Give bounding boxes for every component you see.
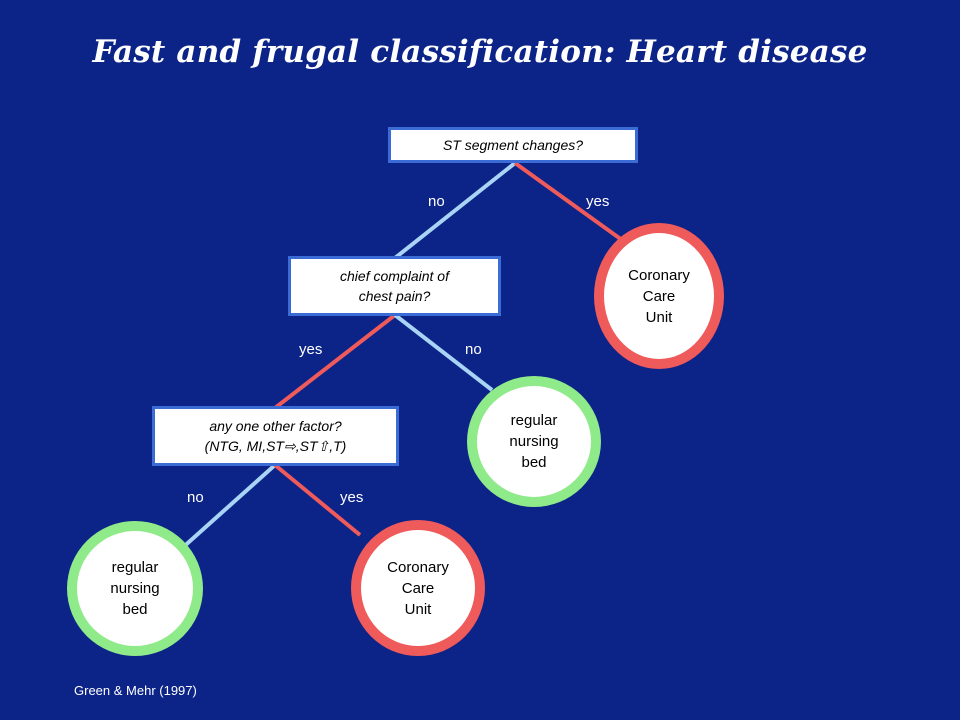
leaf-text: bed <box>521 454 547 471</box>
question-chest-pain: chief complaint of chest pain? <box>288 256 501 316</box>
leaf-text: nursing <box>509 433 559 450</box>
question-other-factor-line1: any one other factor? <box>209 418 342 434</box>
edge-label-q3-no: no <box>187 489 204 506</box>
leaf-text: Unit <box>645 308 673 326</box>
leaf-text: Unit <box>404 600 432 618</box>
leaf-regular-nursing-bed-mid: regular nursing bed <box>467 376 601 507</box>
slide-title: Fast and frugal classification: Heart di… <box>92 34 868 70</box>
leaf-text: regular <box>510 412 558 429</box>
leaf-text: bed <box>122 601 148 618</box>
leaf-text: regular <box>111 559 159 576</box>
question-other-factor-line2: (NTG, MI,ST⇨,ST⇧,T) <box>204 438 347 454</box>
leaf-text: Coronary <box>387 558 449 576</box>
edge-label-q2-yes: yes <box>299 341 323 358</box>
question-chest-pain-line2: chest pain? <box>358 288 431 304</box>
edge-q2-yes <box>273 313 397 410</box>
question-st-segment: ST segment changes? <box>388 127 638 163</box>
edge-q2-no <box>393 313 494 392</box>
edge-label-q1-yes: yes <box>586 193 610 210</box>
leaf-coronary-care-unit-top: Coronary Care Unit <box>594 223 724 369</box>
edge-q3-no <box>178 463 277 552</box>
question-other-factor: any one other factor? (NTG, MI,ST⇨,ST⇧,T… <box>152 406 399 466</box>
leaf-text: Coronary <box>628 266 690 284</box>
edge-q1-no <box>393 161 517 260</box>
edge-label-q1-no: no <box>428 193 445 210</box>
leaf-text: Care <box>642 287 676 305</box>
edge-label-q3-yes: yes <box>340 489 364 506</box>
leaf-text: Care <box>401 579 435 597</box>
question-st-segment-text: ST segment changes? <box>442 137 584 153</box>
leaf-regular-nursing-bed-bottom: regular nursing bed <box>67 521 203 656</box>
leaf-coronary-care-unit-bottom: Coronary Care Unit <box>351 520 485 656</box>
edge-label-q2-no: no <box>465 341 482 358</box>
question-chest-pain-line1: chief complaint of <box>340 268 449 284</box>
leaf-text: nursing <box>110 580 160 597</box>
source-credit: Green & Mehr (1997) <box>74 683 197 698</box>
edge-q3-yes <box>273 463 362 537</box>
edge-q1-yes <box>513 161 624 242</box>
